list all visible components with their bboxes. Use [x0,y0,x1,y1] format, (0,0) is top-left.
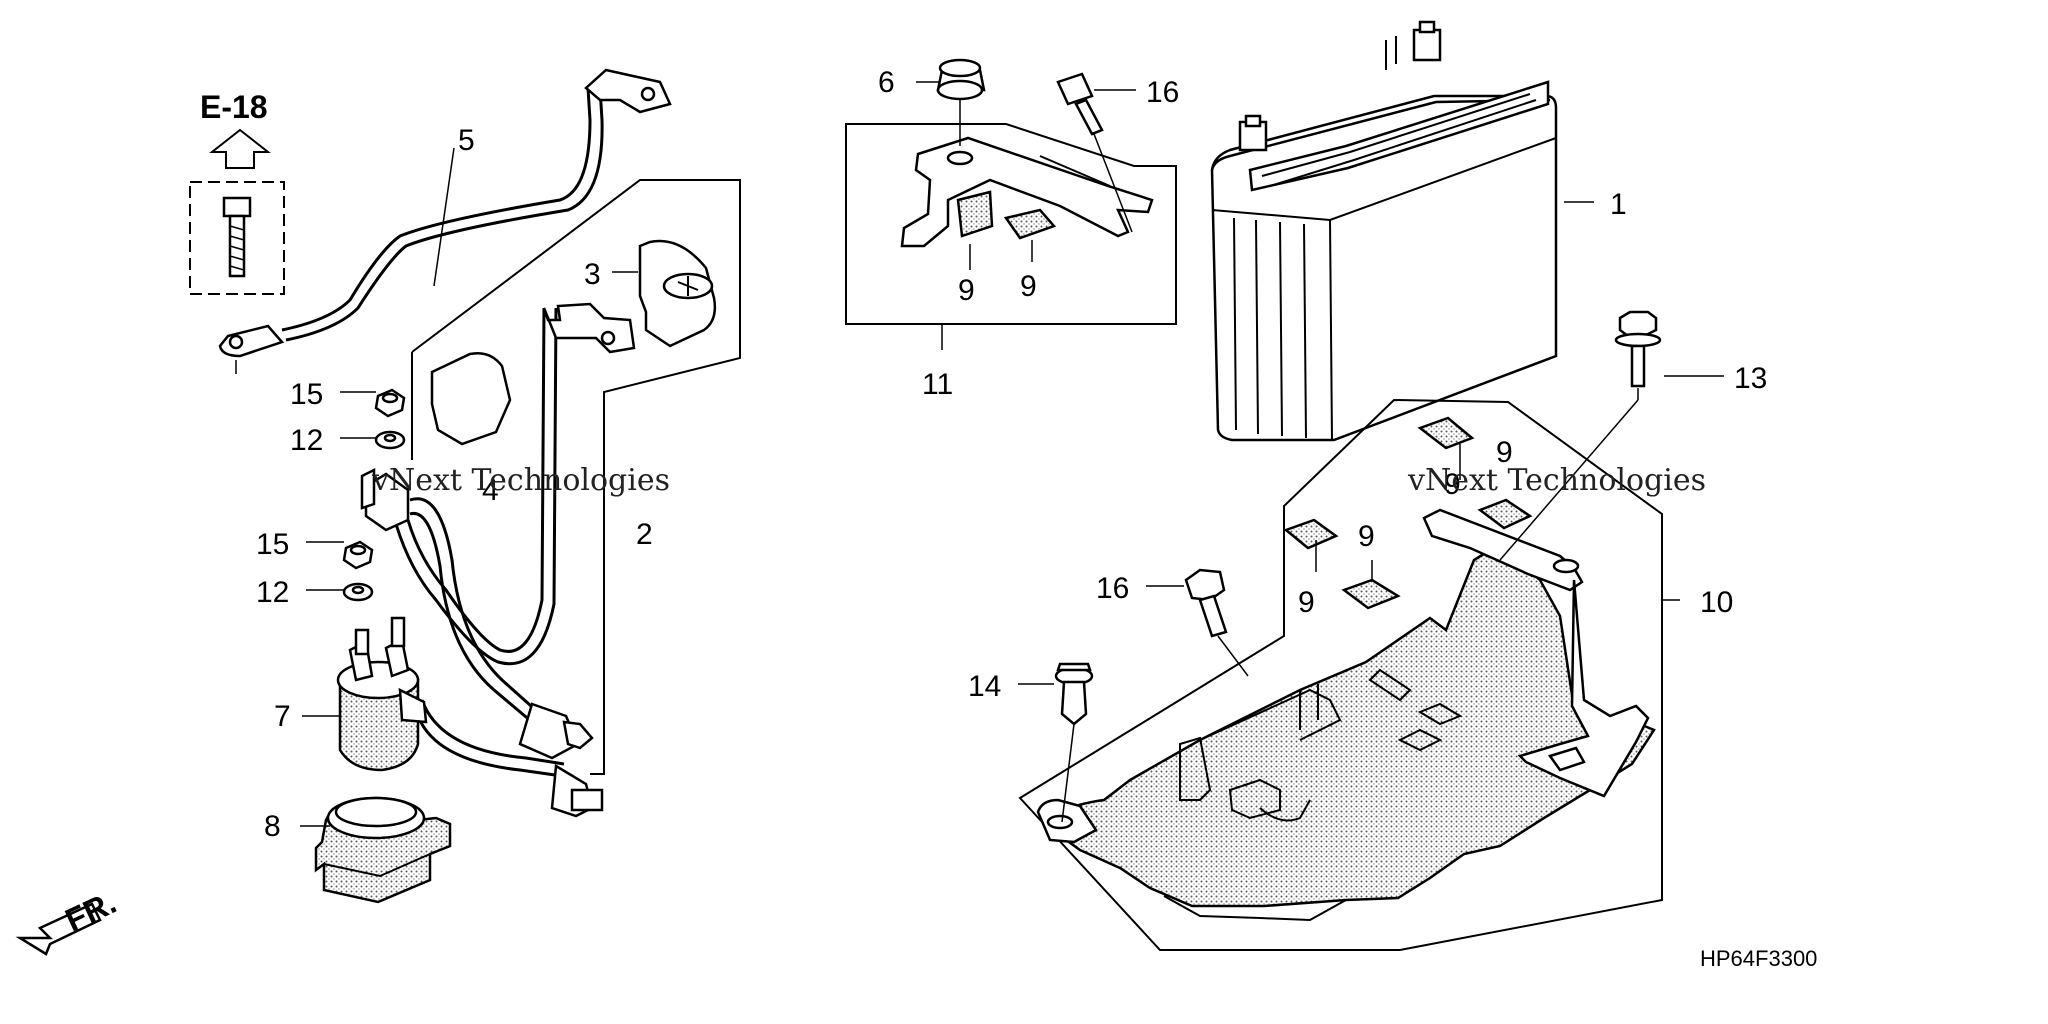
battery [1210,20,1558,442]
label-16a: 16 [1146,76,1179,109]
grommet-icon [936,58,986,101]
label-4: 4 [482,474,499,507]
label-15b: 15 [256,528,289,561]
label-6: 6 [878,66,895,99]
reference-label: E-18 [200,89,268,125]
bolt-icon [222,196,252,278]
diagram-code: HP64F3300 [1700,946,1817,971]
cover-4 [430,352,512,446]
label-9f: 9 [1298,586,1315,619]
nut-15-bottom [342,540,374,570]
label-13: 13 [1734,362,1767,395]
label-1: 1 [1610,188,1627,221]
relay-holder [314,796,452,904]
clip-14 [1054,662,1094,726]
label-11: 11 [922,368,953,401]
cover-3 [638,239,717,348]
bolt-16-lower [1184,568,1228,638]
part-5-cable [218,68,672,374]
part-2-harness [360,179,741,818]
watermark: vNext Technologies vNext Technologies [371,463,1706,498]
bolt-13 [1614,310,1662,388]
tray-pads [1283,416,1533,610]
up-arrow-icon [209,128,271,169]
reference-box [189,181,285,295]
label-3: 3 [584,258,601,291]
leader-lines [300,81,1724,827]
watermark-text-right: vNext Technologies [1407,463,1706,498]
label-9a: 9 [958,274,975,307]
reference-e18: E-18 [189,89,285,295]
part-11-group [845,58,1177,350]
label-7: 7 [274,700,291,733]
label-12a: 12 [290,424,323,457]
label-9c: 9 [1496,436,1513,469]
label-14: 14 [968,670,1001,703]
label-10: 10 [1700,586,1733,619]
label-9b: 9 [1020,270,1037,303]
label-15a: 15 [290,378,323,411]
washer-12-top [374,430,406,450]
label-9e: 9 [1358,520,1375,553]
label-8: 8 [264,810,281,843]
battery-tray [1018,398,1663,951]
label-2: 2 [636,518,653,551]
label-9d: 9 [1444,468,1461,501]
label-12b: 12 [256,576,289,609]
bolt-icon [1056,72,1104,136]
watermark-text-left: vNext Technologies [371,463,670,498]
nut-15-top [374,388,406,418]
part-labels: 1 2 3 4 5 6 7 8 9 9 9 9 9 9 10 11 12 12 … [256,66,1767,843]
washer-12-bottom [342,582,374,602]
front-direction: FR. [15,884,122,956]
starter-relay [336,616,428,772]
label-16b: 16 [1096,572,1129,605]
label-5: 5 [458,124,475,157]
